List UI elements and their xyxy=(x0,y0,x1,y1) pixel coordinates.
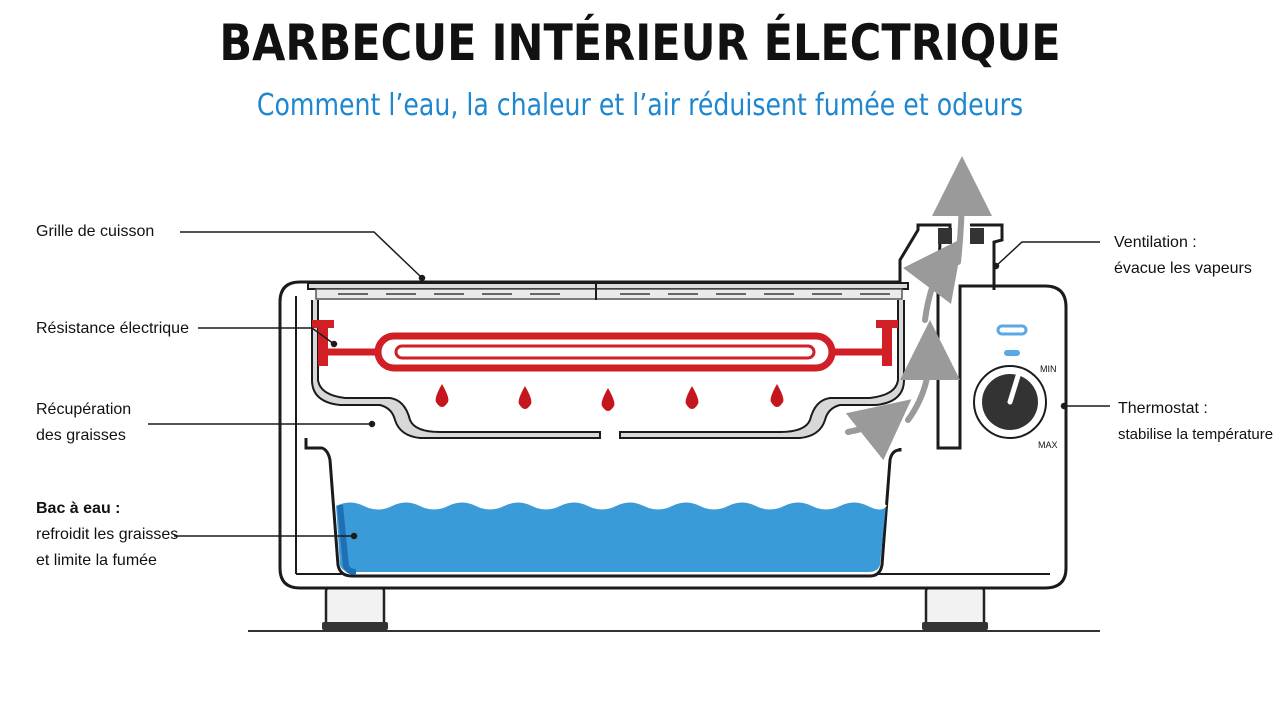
label-recuperation-line2: des graisses xyxy=(36,427,126,444)
grease-drop-icon xyxy=(435,384,449,407)
airflow-arrow-icon xyxy=(931,156,992,265)
indicator-light xyxy=(996,324,1028,336)
page-title: BARBECUE INTÉRIEUR ÉLECTRIQUE xyxy=(219,14,1061,72)
label-recuperation-line1: Récupération xyxy=(36,401,132,418)
leader-lines xyxy=(148,231,1110,540)
knob-max-label: MAX xyxy=(1038,440,1058,450)
airflow-arrows xyxy=(845,156,992,461)
label-bac-title: Bac à eau : xyxy=(36,500,121,517)
label-thermostat-title: Thermostat : xyxy=(1118,400,1208,417)
grease-drop-icon xyxy=(685,386,699,409)
grease-drop-icon xyxy=(601,388,615,411)
label-grille-text: Grille de cuisson xyxy=(36,223,155,240)
airflow-arrow-icon xyxy=(899,320,960,423)
cooking-grill xyxy=(307,282,909,300)
label-ventilation-line1: évacue les vapeurs xyxy=(1114,260,1252,277)
label-thermostat-line1: stabilise la température xyxy=(1118,426,1274,443)
grease-tray xyxy=(311,300,601,439)
grease-drop-icon xyxy=(770,384,784,407)
label-ventilation: Ventilation : évacue les vapeurs xyxy=(1114,230,1252,282)
airflow-arrow-icon xyxy=(903,237,963,323)
feet xyxy=(322,586,988,630)
grease-drop-icon xyxy=(518,386,532,409)
label-bac-line1: refroidit les graisses xyxy=(36,526,179,543)
knob-min-label: MIN xyxy=(1040,364,1057,374)
label-ventilation-title: Ventilation : xyxy=(1114,234,1197,251)
label-resistance: Résistance électrique xyxy=(36,316,189,342)
vent-chimney xyxy=(970,223,1004,290)
label-grille: Grille de cuisson xyxy=(36,219,154,245)
label-bac-line2: et limite la fumée xyxy=(36,552,157,569)
label-resistance-text: Résistance électrique xyxy=(36,320,189,337)
water-tank xyxy=(304,438,902,578)
label-thermostat: Thermostat : stabilise la température xyxy=(1118,396,1273,448)
indicator-light xyxy=(1004,350,1020,356)
label-bac: Bac à eau : refroidit les graisses et li… xyxy=(36,496,178,574)
label-recuperation: Récupération des graisses xyxy=(36,397,131,449)
airflow-arrow-icon xyxy=(845,399,912,461)
control-panel: MIN MAX xyxy=(973,324,1058,450)
page-subtitle: Comment l’eau, la chaleur et l’air rédui… xyxy=(256,88,1024,123)
heating-element xyxy=(312,320,898,372)
